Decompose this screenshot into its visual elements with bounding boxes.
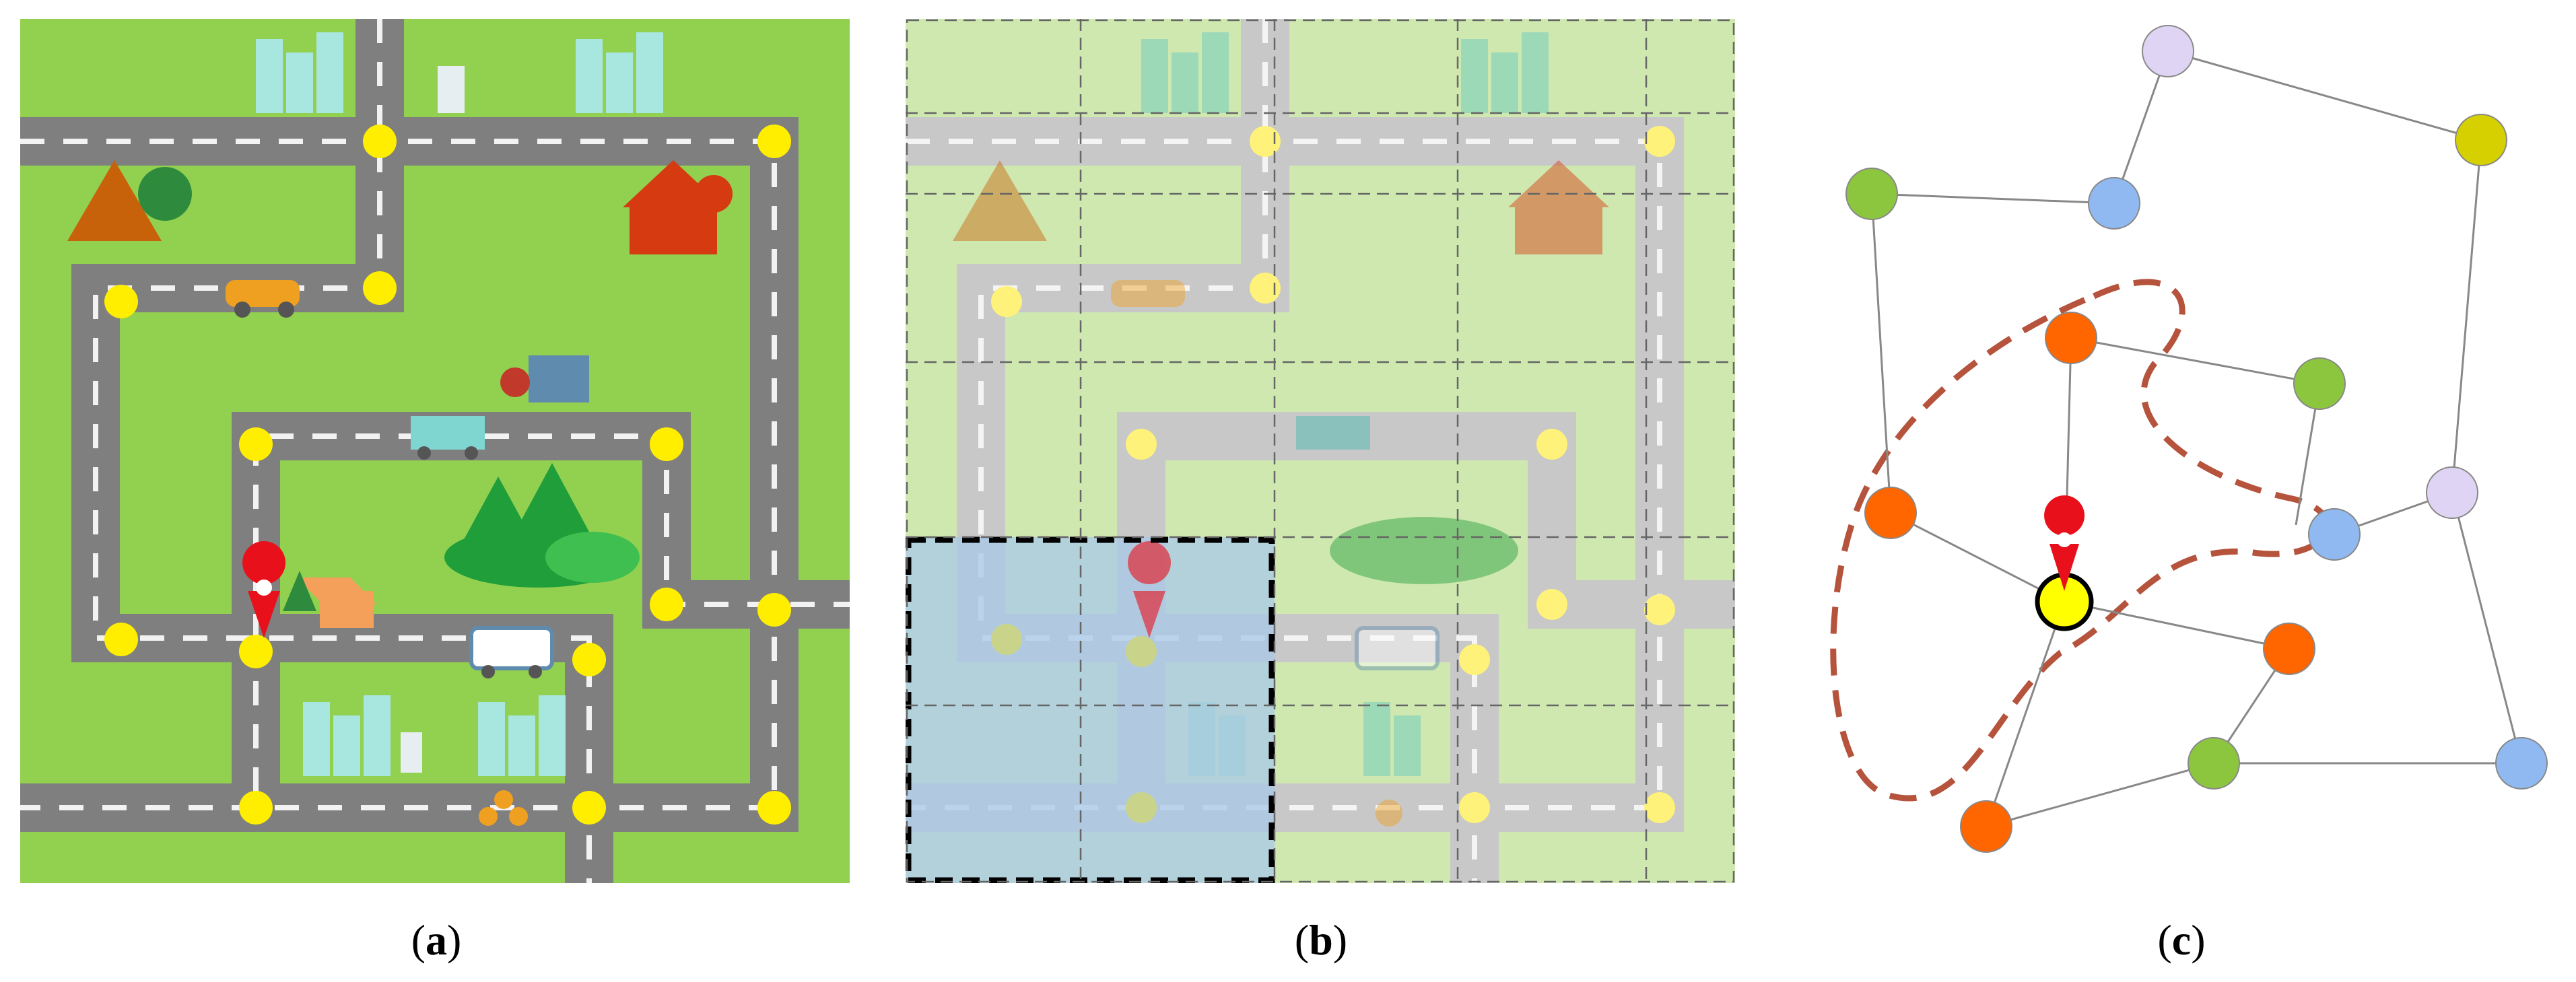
- truck-icon: [1296, 416, 1370, 450]
- graph-node: [2293, 357, 2346, 410]
- faded-junctions: [991, 126, 1675, 823]
- junctions: [104, 125, 791, 825]
- building-icon: [401, 66, 465, 773]
- map-pin-icon: [2044, 495, 2085, 591]
- bicycle-icon: [479, 790, 528, 826]
- graph-node: [2495, 737, 2548, 790]
- map-svg: [20, 19, 850, 883]
- grid-map-svg: [906, 19, 1735, 883]
- car-icon: [226, 280, 300, 318]
- faded-road-dashes: [906, 19, 1662, 883]
- graph-node: [2188, 737, 2240, 790]
- graph-node: [1864, 487, 1917, 539]
- graph-node: [2426, 466, 2478, 519]
- building-icon: [256, 32, 663, 776]
- map-pin-icon: [242, 541, 286, 638]
- graph-node: [1845, 168, 1898, 220]
- graph-node: [2263, 623, 2315, 675]
- truck-icon: [411, 416, 485, 460]
- graph-node: [2455, 114, 2507, 166]
- caption-b-open: (: [1294, 916, 1310, 964]
- forest-icon: [1330, 517, 1518, 584]
- graph-node: [2088, 177, 2140, 230]
- caption-c-close: ): [2191, 916, 2206, 964]
- cell-junctions: [991, 624, 1157, 823]
- graph-node: [1960, 800, 2012, 853]
- graph-edges: [1870, 50, 2523, 828]
- caption-b-close: ): [1332, 916, 1348, 964]
- house-icon: [623, 160, 733, 254]
- graph-svg: [1830, 25, 2548, 853]
- caption-a-letter: a: [426, 916, 447, 964]
- graph-node: [2142, 25, 2194, 77]
- caption-a-close: ): [447, 916, 462, 964]
- mountain-icon: [67, 160, 192, 241]
- caption-b-letter: b: [1309, 916, 1333, 964]
- highlighted-grid-cell: [906, 537, 1275, 883]
- panel-a-map: [20, 19, 850, 883]
- graph-nodes: [1845, 25, 2548, 853]
- car-icon: [1111, 280, 1185, 307]
- caption-a-open: (: [411, 916, 426, 964]
- shop-icon: [500, 355, 589, 402]
- caption-c: (c): [2114, 915, 2249, 965]
- caption-a: (a): [369, 915, 504, 965]
- map-pin-icon: [1128, 541, 1172, 638]
- panel-c-graph: [1777, 13, 2572, 902]
- house-icon: [1508, 160, 1609, 207]
- panel-b-grid-map: [906, 19, 1735, 883]
- bus-icon: [1355, 626, 1439, 670]
- house-icon: [283, 571, 377, 628]
- graph-node: [2045, 312, 2097, 364]
- bus-icon: [469, 626, 554, 678]
- mountain-icon: [953, 160, 1047, 241]
- caption-b: (b): [1254, 915, 1388, 965]
- forest-icon: [444, 463, 640, 588]
- graph-node: [2308, 508, 2361, 561]
- caption-c-letter: c: [2171, 916, 2192, 964]
- bicycle-icon: [1376, 800, 1402, 827]
- region-outline: [1830, 279, 2331, 802]
- grid-lines: [906, 19, 1735, 883]
- caption-c-open: (: [2157, 916, 2172, 964]
